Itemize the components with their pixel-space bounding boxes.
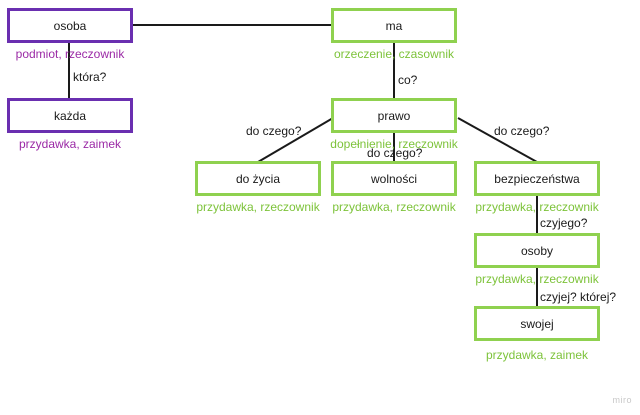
node-bezpieczenstwa[interactable]: bezpieczeństwa	[474, 161, 600, 196]
node-prawo[interactable]: prawo	[331, 98, 457, 133]
edge-prawo-zycia	[257, 117, 334, 163]
node-swojej[interactable]: swojej	[474, 306, 600, 341]
node-bezpieczenstwa-label: bezpieczeństwa	[494, 171, 580, 186]
tag-do-zycia: przydawka, rzeczownik	[196, 200, 320, 214]
node-osoba[interactable]: osoba	[7, 8, 133, 43]
edge-label-czyjej: czyjej? której?	[540, 290, 617, 304]
tag-osoba: podmiot, rzeczownik	[15, 47, 125, 61]
node-wolnosci-label: wolności	[370, 171, 418, 186]
node-osoby[interactable]: osoby	[474, 233, 600, 268]
node-ma-label: ma	[385, 18, 403, 33]
tag-osoby: przydawka, rzeczownik	[475, 272, 599, 286]
edge-label-do-wolnosci: do czego?	[367, 146, 423, 160]
edge-label-czyjego: czyjego?	[540, 216, 588, 230]
edge-label-do-bezpieczenstwa: do czego?	[494, 124, 550, 138]
tag-swojej: przydawka, zaimek	[485, 348, 589, 362]
edge-prawo-bezpieczenstwa	[457, 117, 538, 163]
node-wolnosci[interactable]: wolności	[331, 161, 457, 196]
tag-ma: orzeczenie, czasownik	[333, 47, 455, 61]
edge-label-co: co?	[398, 73, 418, 87]
node-swojej-label: swojej	[520, 316, 554, 331]
node-do-zycia-label: do życia	[235, 171, 281, 186]
tag-kazda: przydawka, zaimek	[18, 137, 122, 151]
node-prawo-label: prawo	[377, 108, 411, 123]
node-osoba-label: osoba	[53, 18, 87, 33]
tag-wolnosci: przydawka, rzeczownik	[332, 200, 456, 214]
node-osoby-label: osoby	[520, 243, 554, 258]
tag-bezpieczenstwa: przydawka, rzeczownik	[475, 200, 599, 214]
node-kazda[interactable]: każda	[7, 98, 133, 133]
edge-label-ktora: która?	[73, 70, 107, 84]
node-ma[interactable]: ma	[331, 8, 457, 43]
tag-prawo: dopełnienie, rzeczownik	[330, 137, 458, 151]
miro-watermark: miro	[612, 395, 632, 405]
node-do-zycia[interactable]: do życia	[195, 161, 321, 196]
node-kazda-label: każda	[53, 108, 87, 123]
edge-label-do-zycia: do czego?	[246, 124, 302, 138]
